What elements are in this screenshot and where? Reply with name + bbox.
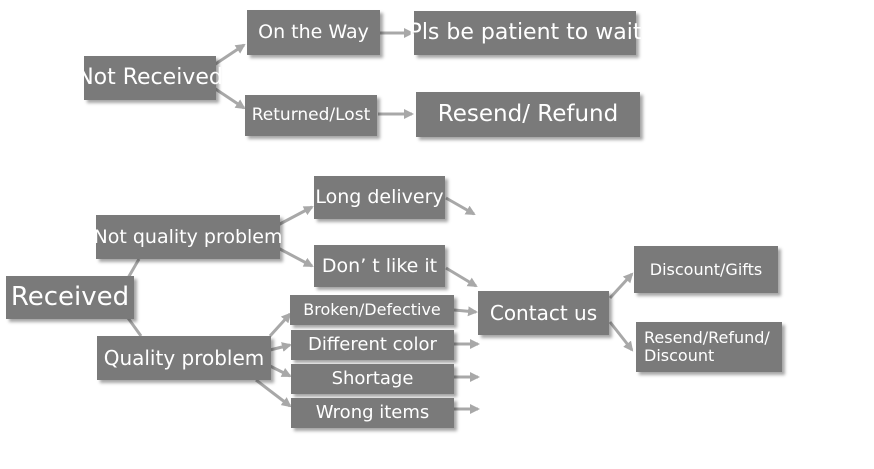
- box-dont-like-it-label: Don’ t like it: [321, 254, 438, 277]
- arrow-quality-to-wrong-items: [255, 378, 292, 408]
- box-shortage: Shortage: [291, 364, 454, 394]
- arrow-contact-to-discount-gifts: [608, 272, 634, 300]
- box-long-delivery: Long delivery: [314, 176, 445, 219]
- box-quality-problem: Quality problem: [97, 336, 271, 380]
- arrow-not-quality-to-dont-like: [277, 246, 314, 268]
- arrow-dont-like-to-contact: [445, 266, 478, 288]
- box-contact-us: Contact us: [478, 291, 609, 335]
- arrow-broken-to-contact: [453, 306, 478, 317]
- box-on-the-way-label: On the Way: [258, 21, 369, 44]
- box-wrong-items-label: Wrong items: [315, 402, 430, 424]
- arrow-long-delivery-out: [445, 196, 476, 216]
- box-discount-gifts: Discount/Gifts: [634, 246, 778, 293]
- box-wrong-items: Wrong items: [291, 398, 454, 428]
- box-broken-defective-label: Broken/Defective: [303, 300, 441, 320]
- box-received-label: Received: [10, 282, 130, 313]
- box-resend-refund-discount: Resend/Refund/ Discount: [636, 322, 782, 372]
- arrow-quality-to-broken: [268, 312, 292, 338]
- box-resend-refund-discount-line2: Discount: [644, 346, 715, 365]
- box-on-the-way: On the Way: [247, 10, 380, 55]
- box-shortage-label: Shortage: [331, 368, 414, 390]
- box-be-patient: Pls be patient to wait: [409, 11, 641, 55]
- box-different-color-label: Different color: [308, 334, 437, 356]
- box-resend-refund: Resend/ Refund: [416, 92, 640, 137]
- box-not-received: Not Received: [77, 56, 223, 100]
- connector-received-to-not-quality: [126, 258, 141, 279]
- box-long-delivery-label: Long delivery: [315, 186, 444, 209]
- box-returned-lost-label: Returned/Lost: [251, 105, 371, 126]
- arrow-quality-to-different-color: [269, 342, 292, 352]
- box-be-patient-label: Pls be patient to wait: [408, 19, 642, 45]
- arrow-quality-to-shortage: [269, 364, 292, 378]
- box-different-color: Different color: [291, 330, 454, 360]
- box-not-quality-problem-label: Not quality problem: [93, 225, 283, 248]
- box-broken-defective: Broken/Defective: [290, 295, 454, 325]
- box-resend-refund-label: Resend/ Refund: [437, 100, 619, 127]
- box-not-received-label: Not Received: [77, 64, 223, 90]
- box-contact-us-label: Contact us: [489, 301, 598, 325]
- arrow-not-received-to-on-the-way: [213, 43, 246, 67]
- box-quality-problem-label: Quality problem: [103, 346, 265, 370]
- arrow-not-received-to-returned-lost: [213, 86, 246, 110]
- box-received: Received: [6, 276, 134, 319]
- box-discount-gifts-label: Discount/Gifts: [649, 259, 763, 279]
- connector-received-to-quality: [126, 317, 143, 337]
- box-resend-refund-discount-line1: Resend/Refund/: [644, 328, 770, 348]
- arrow-not-quality-to-long-delivery: [277, 205, 314, 227]
- arrow-contact-to-resend-refund-discount: [608, 321, 634, 352]
- box-dont-like-it: Don’ t like it: [314, 245, 445, 287]
- box-not-quality-problem: Not quality problem: [93, 215, 283, 259]
- box-returned-lost: Returned/Lost: [245, 95, 377, 136]
